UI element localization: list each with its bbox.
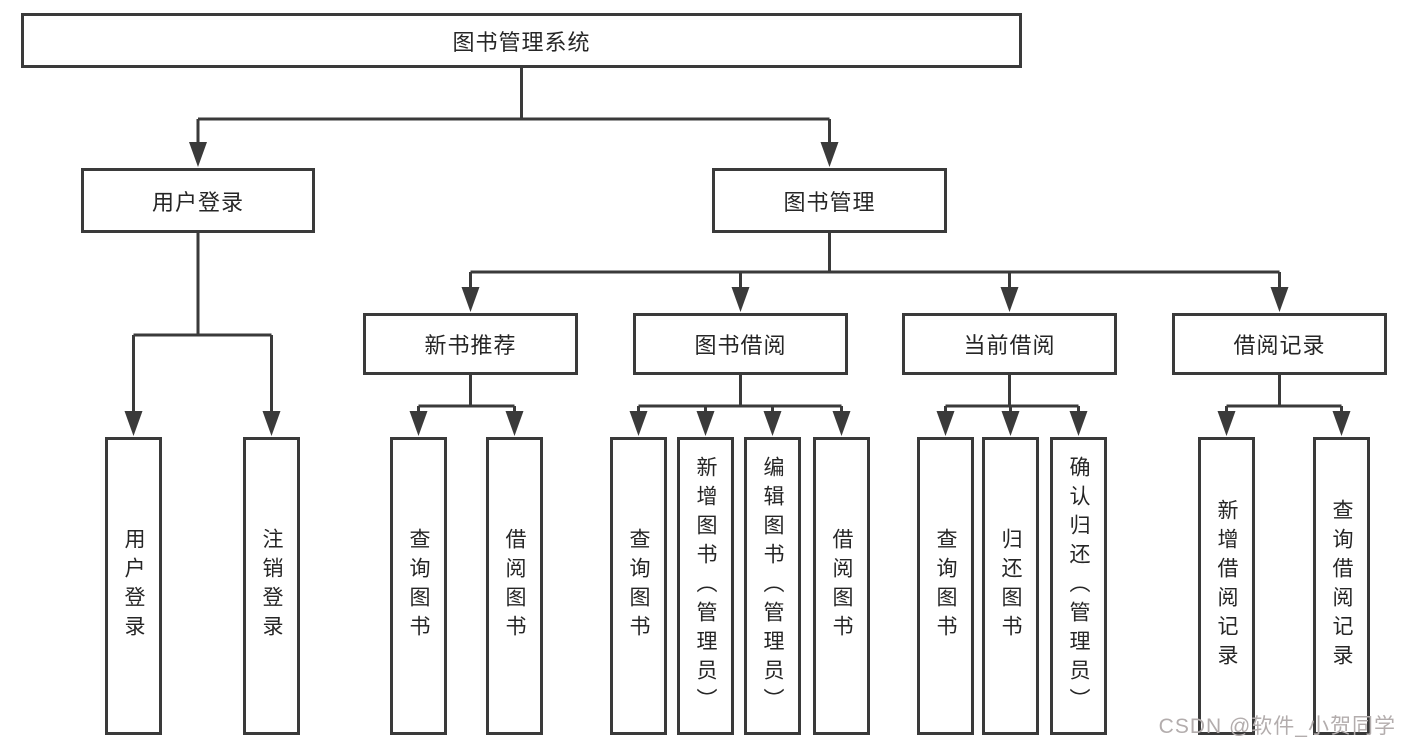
- node-user-login-branch: 用户登录: [81, 168, 315, 233]
- node-borrowing-records: 借阅记录: [1172, 313, 1387, 375]
- leaf-borrow-books-recommend: 借阅图书: [486, 437, 543, 735]
- node-library-system: 图书管理系统: [21, 13, 1022, 68]
- leaf-borrow-books: 借阅图书: [813, 437, 870, 735]
- node-label: 查询借阅记录: [1330, 499, 1353, 673]
- node-label: 查询图书: [934, 528, 957, 644]
- node-label: 用户登录: [122, 528, 145, 644]
- node-label: 用户登录: [151, 189, 244, 215]
- node-label: 查询图书: [407, 528, 430, 644]
- node-label: 图书管理系统: [452, 29, 591, 55]
- node-label: 新增借阅记录: [1215, 499, 1238, 673]
- leaf-edit-book-admin: 编辑图书（管理员）: [744, 437, 801, 735]
- node-label: 注销登录: [260, 528, 283, 644]
- node-label: 借阅图书: [830, 528, 853, 644]
- node-label: 编辑图书（管理员）: [761, 455, 784, 717]
- leaf-user-login: 用户登录: [105, 437, 162, 735]
- leaf-add-book-admin: 新增图书（管理员）: [677, 437, 734, 735]
- leaf-confirm-return-admin: 确认归还（管理员）: [1050, 437, 1107, 735]
- node-label: 图书借阅: [694, 333, 787, 358]
- arrowheads: [124, 142, 1351, 436]
- leaf-query-borrow-record: 查询借阅记录: [1313, 437, 1370, 735]
- node-label: 归还图书: [999, 528, 1022, 644]
- node-label: 确认归还（管理员）: [1067, 455, 1090, 717]
- node-label: 新增图书（管理员）: [694, 455, 717, 717]
- csdn-watermark: CSDN @软件_小贺同学: [1158, 715, 1396, 738]
- node-label: 当前借阅: [963, 333, 1056, 358]
- leaf-query-books-current: 查询图书: [917, 437, 974, 735]
- node-book-borrowing: 图书借阅: [633, 313, 848, 375]
- node-current-borrowing: 当前借阅: [902, 313, 1117, 375]
- leaf-query-books-borrow: 查询图书: [610, 437, 667, 735]
- leaf-logout: 注销登录: [243, 437, 300, 735]
- node-book-management: 图书管理: [712, 168, 947, 233]
- node-label: 借阅记录: [1233, 333, 1326, 358]
- node-label: 查询图书: [627, 528, 650, 644]
- node-label: 图书管理: [783, 189, 876, 215]
- leaf-add-borrow-record: 新增借阅记录: [1198, 437, 1255, 735]
- leaf-query-books-recommend: 查询图书: [390, 437, 447, 735]
- node-label: 新书推荐: [424, 333, 517, 358]
- node-label: 借阅图书: [503, 528, 526, 644]
- leaf-return-book: 归还图书: [982, 437, 1039, 735]
- node-new-book-recommend: 新书推荐: [363, 313, 578, 375]
